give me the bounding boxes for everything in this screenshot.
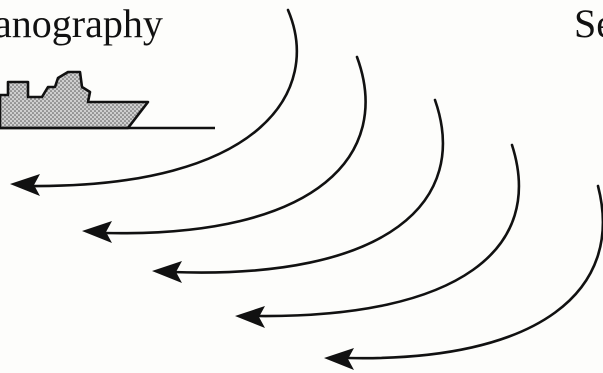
wavefront-4 (257, 145, 519, 316)
ship-icon (0, 72, 148, 128)
wavefront-3 (172, 100, 443, 273)
wavefront-5 (348, 186, 603, 358)
